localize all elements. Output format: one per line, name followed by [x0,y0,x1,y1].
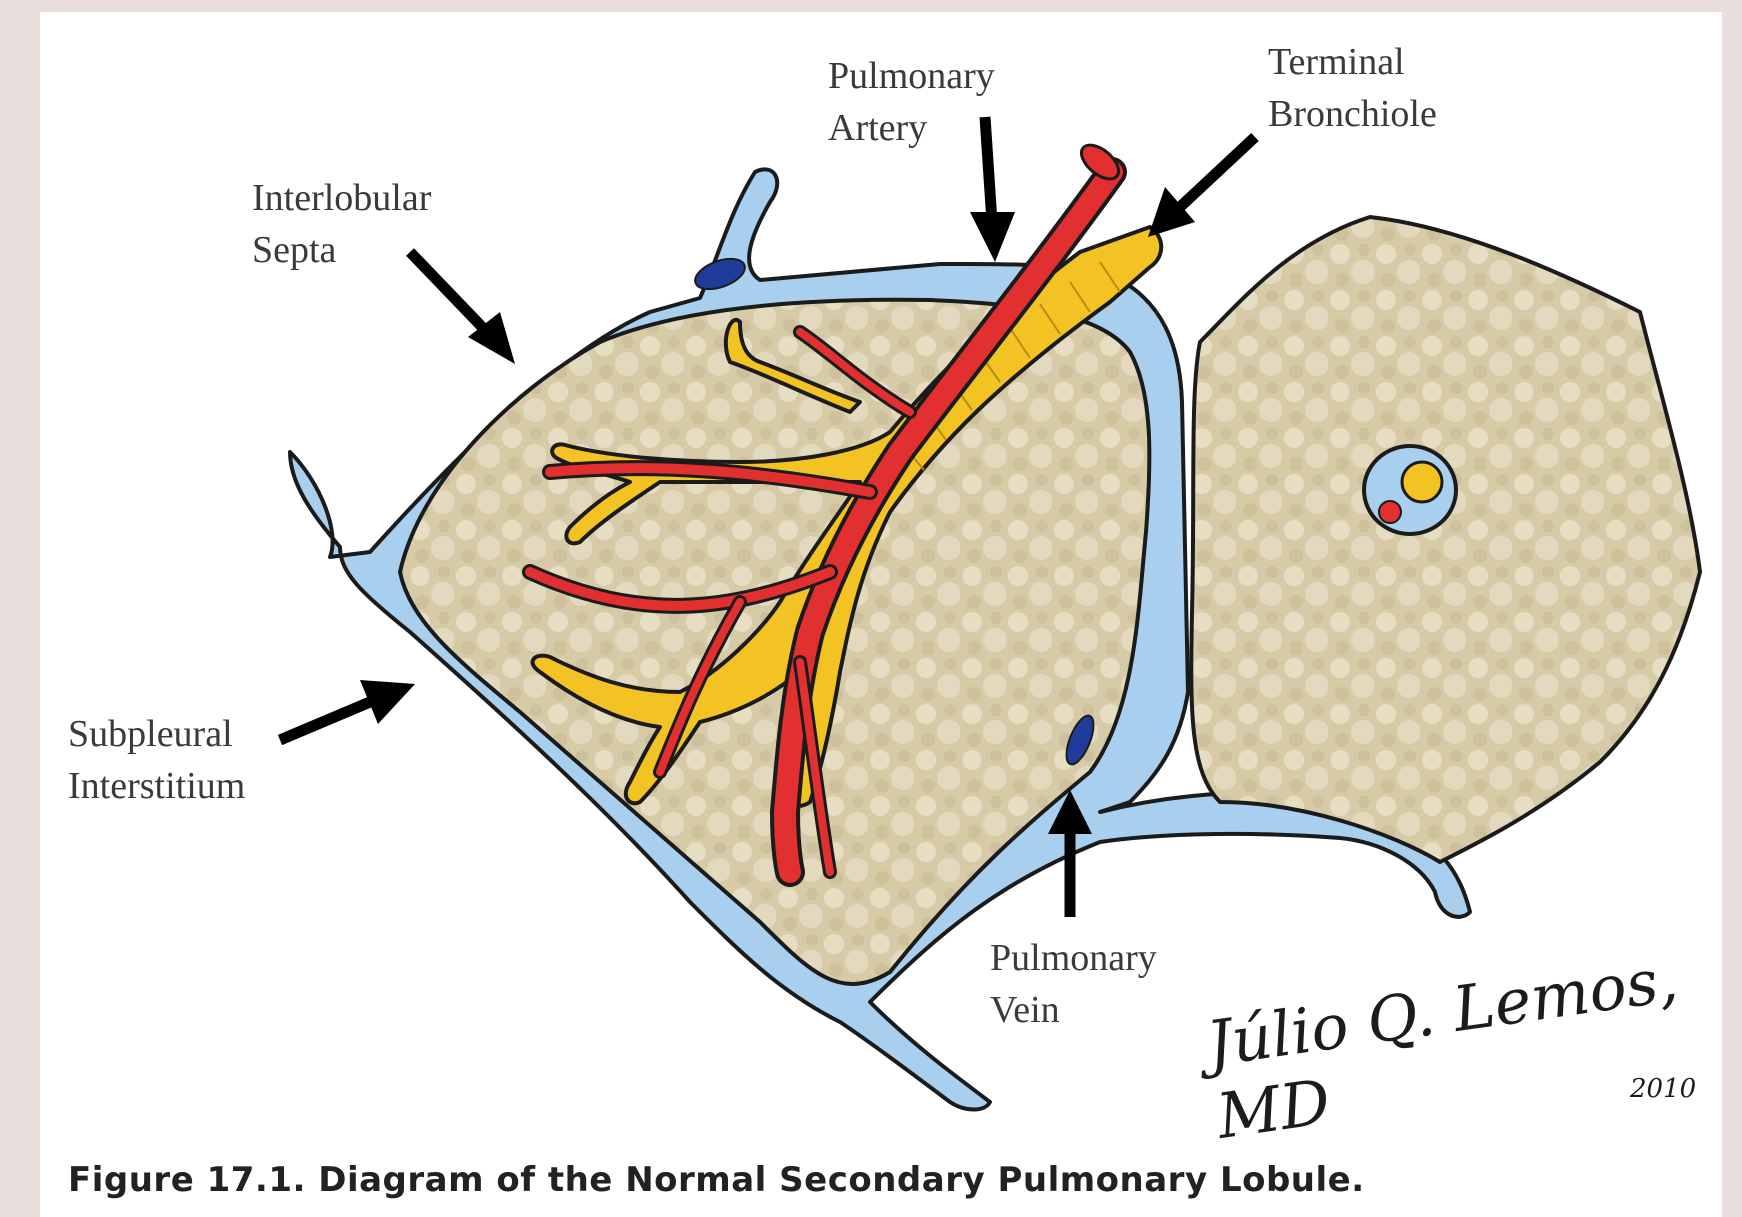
figure-panel: Pulmonary Artery Terminal Bronchiole Int… [40,12,1722,1217]
right-lobule-parenchyma [1191,217,1700,862]
cross-section [1364,446,1456,534]
label-pulmonary-vein: Pulmonary Vein [990,932,1157,1036]
label-interlobular-septa: Interlobular Septa [252,172,431,276]
signature-year: 2010 [1630,1074,1696,1104]
arrow-subpleural-interstitium [280,680,415,740]
figure-caption: Figure 17.1. Diagram of the Normal Secon… [68,1160,1365,1200]
label-pulmonary-artery: Pulmonary Artery [828,50,995,154]
label-terminal-bronchiole: Terminal Bronchiole [1268,36,1437,140]
label-subpleural-interstitium: Subpleural Interstitium [68,708,245,812]
arrow-terminal-bronchiole [1148,137,1255,237]
